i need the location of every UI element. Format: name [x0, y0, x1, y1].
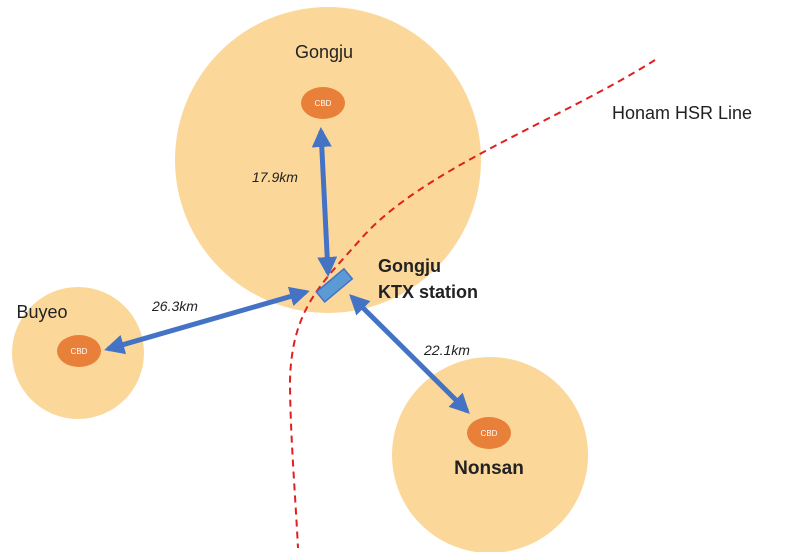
nonsan-name: Nonsan [454, 458, 524, 479]
buyeo-cbd [57, 335, 101, 367]
arrow-buyeo [104, 286, 310, 355]
nonsan-cbd [467, 417, 511, 449]
distance-buyeo: 26.3km [151, 298, 198, 314]
buyeo-cbd-label: CBD [71, 347, 88, 356]
distance-nonsan: 22.1km [423, 342, 470, 358]
buyeo-name: Buyeo [16, 302, 67, 322]
nonsan-area [392, 357, 588, 552]
station-label-line2: KTX station [378, 282, 478, 302]
gongju-cbd [301, 87, 345, 119]
distance-gongju: 17.9km [252, 169, 298, 185]
gongju-cbd-label: CBD [315, 99, 332, 108]
gongju-name: Gongju [295, 42, 353, 62]
nonsan-cbd-label: CBD [481, 429, 498, 438]
ktx-station-marker [315, 267, 354, 303]
rail-line-label: Honam HSR Line [612, 103, 752, 123]
station-label-line1: Gongju [378, 256, 441, 276]
arrow-gongju [311, 127, 338, 277]
honam-hsr-line [288, 59, 656, 549]
arrow-nonsan [349, 294, 470, 414]
